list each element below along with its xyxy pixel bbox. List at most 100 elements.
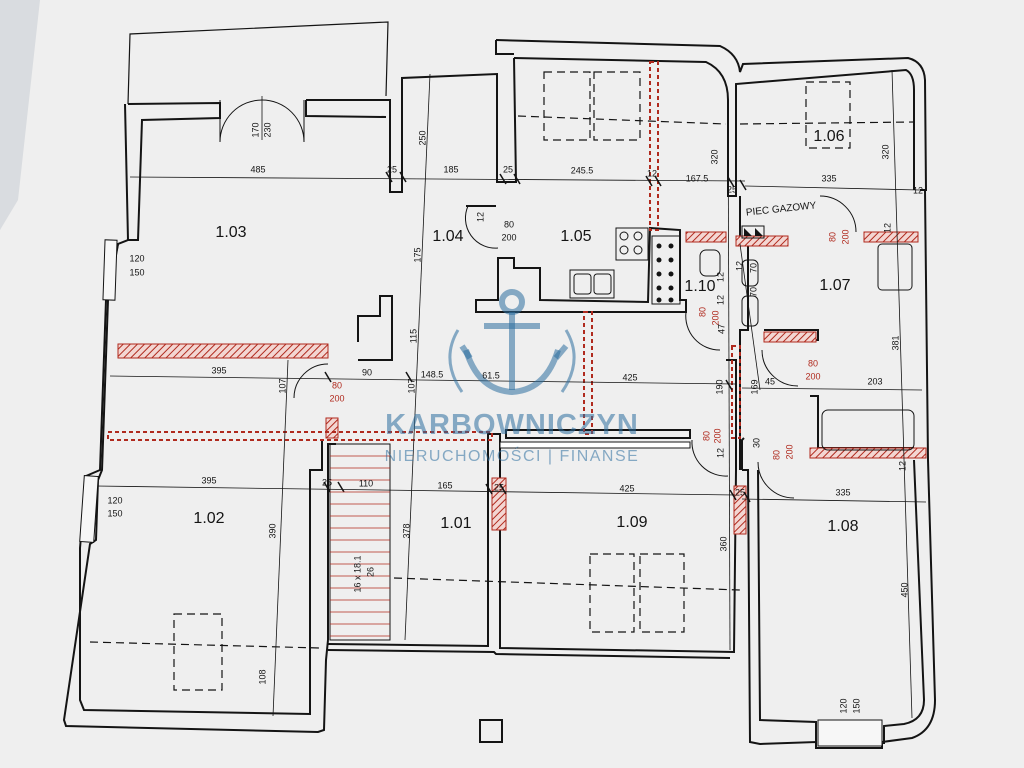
window-1-02 xyxy=(79,475,99,543)
dimension-label: 175 xyxy=(412,247,422,262)
door-1-07 xyxy=(819,195,857,233)
dimension-line-vertical-right xyxy=(891,69,913,719)
dimension-label: 70 xyxy=(748,287,758,297)
hatched-wall-1-07-bottom xyxy=(763,331,817,343)
balcony-outline xyxy=(127,21,389,105)
wall-right-step xyxy=(741,437,745,470)
dimension-label: 390 xyxy=(267,523,277,538)
door-1-08 xyxy=(757,461,795,499)
skylight-1-06 xyxy=(805,81,851,149)
dimension-label: 120 xyxy=(838,698,848,713)
dimension-line-vertical-1-09 xyxy=(727,97,731,651)
tile-cabinet xyxy=(651,235,681,305)
dimension-label: 120 xyxy=(107,495,122,505)
skylight-1-02 xyxy=(173,613,223,691)
wall-inner-top-right xyxy=(513,57,915,197)
dimension-label: 170 xyxy=(250,122,260,137)
dimension-label: 25 xyxy=(494,482,504,492)
column-base xyxy=(479,719,503,743)
dimension-label: 110 xyxy=(359,478,373,488)
door-bath xyxy=(761,349,799,387)
dimension-label: 80 xyxy=(808,358,818,368)
hatched-wall-bath xyxy=(809,447,927,459)
doors xyxy=(219,99,857,499)
dimension-lines xyxy=(95,69,927,719)
dimension-label: 12 xyxy=(715,295,725,305)
skylights xyxy=(89,71,915,691)
stairs-outline xyxy=(329,443,391,641)
dimension-label: 190 xyxy=(714,379,724,394)
dimension-label: 185 xyxy=(443,164,458,174)
dimension-label: 115 xyxy=(408,329,418,343)
anchor-logo-icon xyxy=(448,289,576,396)
dimension-label: 30 xyxy=(751,438,761,448)
dimension-label: 335 xyxy=(821,173,836,183)
hatched-wall-1-09 xyxy=(733,485,747,535)
room-label: 1.02 xyxy=(193,510,224,527)
dimension-label: 12 xyxy=(897,461,907,471)
dimension-label: 360 xyxy=(718,536,728,551)
removed-wall-hall xyxy=(583,311,593,435)
dimension-label: 80 xyxy=(701,431,711,441)
dimension-label: 320 xyxy=(880,144,890,159)
dimension-label: 150 xyxy=(107,508,122,518)
dimension-line-top xyxy=(129,176,746,182)
dimension-label: 80 xyxy=(827,232,837,242)
dimension-label: 12 xyxy=(715,448,725,458)
dimension-label: 80 xyxy=(504,219,514,229)
paper-edge xyxy=(0,0,40,230)
dimension-label: 245.5 xyxy=(571,165,594,175)
dimension-line-middle-right xyxy=(741,387,923,391)
dimension-label: 108 xyxy=(257,669,267,684)
gas-furnace xyxy=(741,225,765,239)
dimension-label: 70 xyxy=(748,263,758,273)
removed-wall-1-02 xyxy=(107,431,493,441)
dimension-label: 80 xyxy=(771,450,781,460)
dimension-label: 335 xyxy=(835,487,850,497)
wall-inner-right xyxy=(883,459,926,744)
dimension-ticks xyxy=(323,171,751,503)
hatched-post-stairs xyxy=(325,417,339,439)
dimension-label: 120 xyxy=(129,253,144,263)
balcony-door-left xyxy=(219,99,263,143)
room-label: 1.01 xyxy=(440,515,471,532)
dimension-label: 12 xyxy=(882,223,892,233)
dimension-label: 200 xyxy=(840,229,850,244)
dimension-label: 250 xyxy=(417,130,427,145)
wall-outer-top-mid xyxy=(306,57,518,193)
dimension-label: 47 xyxy=(716,324,726,334)
wall-inner-left xyxy=(79,243,323,716)
skylight-1-05-a xyxy=(543,71,591,141)
dimension-label: 25 xyxy=(387,164,397,174)
dimension-label: 25 xyxy=(735,487,745,497)
wall-outer-top-right xyxy=(495,39,928,191)
dimension-label: 25 xyxy=(322,477,332,487)
door-1-09 xyxy=(691,439,729,477)
kitchen-sink xyxy=(569,269,615,299)
shower-1-07 xyxy=(877,243,913,291)
windows xyxy=(79,239,883,747)
dimension-label: 12 xyxy=(647,168,657,178)
window-1-08 xyxy=(817,719,883,747)
dimension-label: 12 xyxy=(715,272,725,282)
dimension-label: 165 xyxy=(437,480,452,490)
fixtures xyxy=(499,225,915,451)
dimension-label: 25 xyxy=(503,164,513,174)
wall-bottom-mid xyxy=(327,433,737,654)
washbasin-1-10 xyxy=(699,249,721,277)
dimension-label: 107 xyxy=(406,378,416,393)
watermark-services: NIERUCHOMOŚCI | FINANSE xyxy=(385,446,640,465)
door-1-10 xyxy=(685,311,721,351)
cooktop xyxy=(615,227,649,261)
dimension-label: 80 xyxy=(697,307,707,317)
dimension-label: 12 xyxy=(475,212,485,222)
dimension-line-top-right xyxy=(744,185,921,191)
room-label: 1.04 xyxy=(432,228,463,245)
skylight-1-09-a xyxy=(589,553,635,633)
dimension-label: 381 xyxy=(890,335,900,350)
dimension-line-middle xyxy=(109,375,736,385)
wall-1-03-step xyxy=(357,295,393,361)
room-label: 1.08 xyxy=(827,518,858,535)
